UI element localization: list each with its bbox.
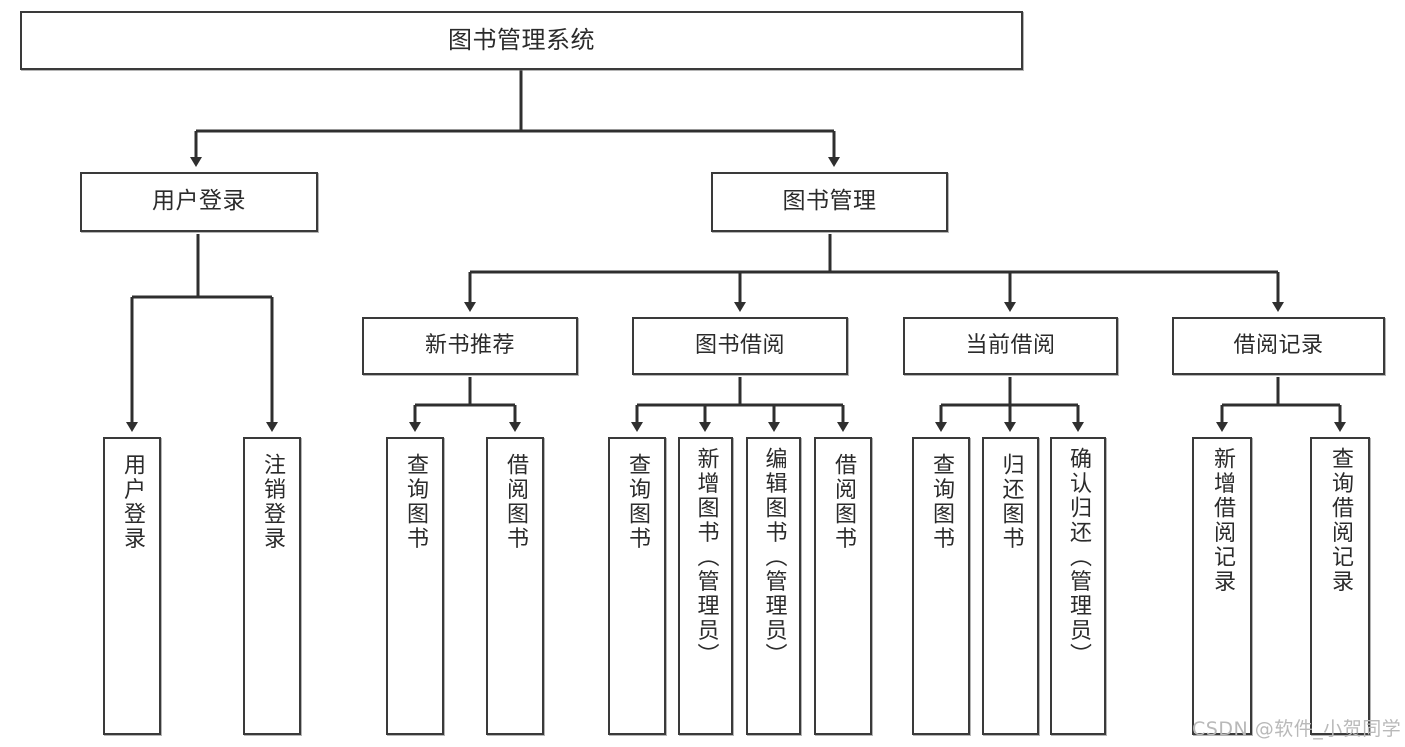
node-user-login[interactable]: 用户登录: [80, 172, 318, 232]
node-book-management[interactable]: 图书管理: [711, 172, 948, 232]
node-label: 图书管理系统: [448, 26, 595, 55]
leaf-borrow-add-book-admin[interactable]: 新增图书（管理员）: [678, 437, 733, 735]
leaf-current-confirm-return-admin[interactable]: 确认归还（管理员）: [1050, 437, 1106, 735]
node-label: 借阅记录: [1233, 333, 1324, 359]
node-label: 图书管理: [782, 188, 877, 215]
node-label: 查询图书: [625, 453, 650, 551]
leaf-borrow-query-book[interactable]: 查询图书: [608, 437, 666, 735]
node-label: 当前借阅: [965, 333, 1056, 359]
leaf-user-login-login[interactable]: 用户登录: [103, 437, 161, 735]
node-label: 新增借阅记录: [1210, 447, 1235, 594]
node-label: 编辑图书（管理员）: [761, 447, 787, 668]
node-book-borrow[interactable]: 图书借阅: [632, 317, 848, 375]
node-label: 借阅图书: [503, 453, 528, 551]
node-borrow-record[interactable]: 借阅记录: [1172, 317, 1385, 375]
node-label: 新书推荐: [424, 333, 515, 359]
node-label: 注销登录: [260, 453, 285, 551]
leaf-record-add-record[interactable]: 新增借阅记录: [1192, 437, 1252, 735]
node-label: 查询图书: [403, 453, 428, 551]
node-label: 借阅图书: [831, 453, 856, 551]
node-label: 用户登录: [152, 188, 246, 215]
node-label: 查询图书: [929, 453, 954, 551]
csdn-watermark: CSDN @软件_小贺同学: [1192, 718, 1402, 740]
node-root-system[interactable]: 图书管理系统: [20, 11, 1023, 70]
leaf-borrow-borrow-book[interactable]: 借阅图书: [814, 437, 872, 735]
leaf-current-return-book[interactable]: 归还图书: [982, 437, 1039, 735]
node-label: 图书借阅: [694, 333, 785, 359]
node-label: 新增图书（管理员）: [693, 447, 719, 668]
leaf-user-login-logout[interactable]: 注销登录: [243, 437, 301, 735]
leaf-borrow-edit-book-admin[interactable]: 编辑图书（管理员）: [746, 437, 801, 735]
leaf-recommend-borrow-book[interactable]: 借阅图书: [486, 437, 544, 735]
leaf-current-query-book[interactable]: 查询图书: [912, 437, 970, 735]
node-label: 用户登录: [120, 453, 145, 551]
node-label: 归还图书: [998, 453, 1024, 551]
node-new-book-recommend[interactable]: 新书推荐: [362, 317, 578, 375]
node-label: 确认归还（管理员）: [1066, 447, 1091, 668]
leaf-recommend-query-book[interactable]: 查询图书: [386, 437, 444, 735]
leaf-record-query-record[interactable]: 查询借阅记录: [1310, 437, 1370, 735]
node-label: 查询借阅记录: [1328, 447, 1353, 594]
node-current-borrow[interactable]: 当前借阅: [903, 317, 1118, 375]
